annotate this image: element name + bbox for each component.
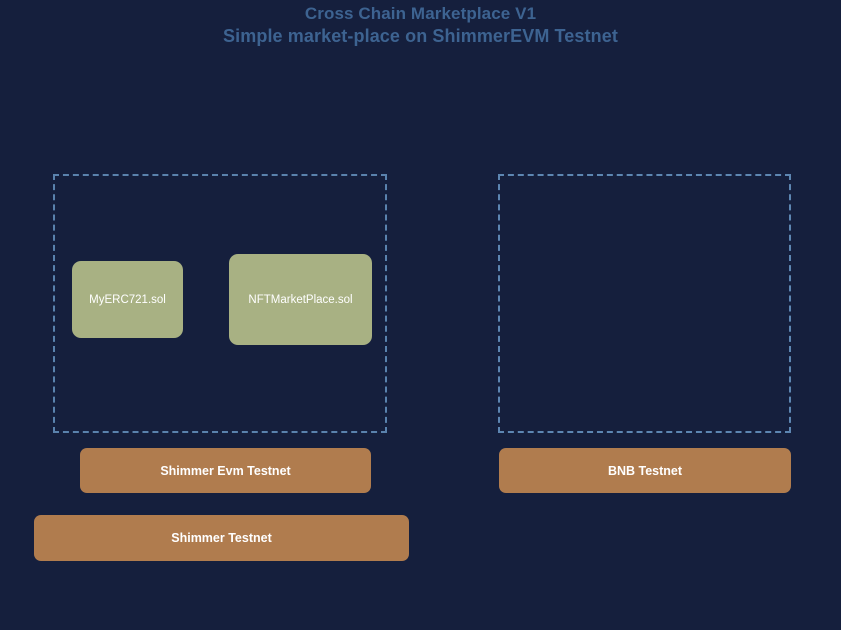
- network-bar-bnb-testnet[interactable]: BNB Testnet: [499, 448, 791, 493]
- contract-node-myerc721[interactable]: MyERC721.sol: [72, 261, 183, 338]
- page-title-subtitle: Simple market-place on ShimmerEVM Testne…: [223, 26, 618, 46]
- network-bar-shimmer-evm-testnet[interactable]: Shimmer Evm Testnet: [80, 448, 371, 493]
- network-bar-shimmer-testnet[interactable]: Shimmer Testnet: [34, 515, 409, 561]
- group-container-bnb: [498, 174, 791, 433]
- contract-node-nftmarketplace[interactable]: NFTMarketPlace.sol: [229, 254, 372, 345]
- page-title: Cross Chain Marketplace V1 Simple market…: [0, 0, 841, 48]
- page-title-primary: Cross Chain Marketplace V1: [304, 4, 537, 23]
- group-container-shimmer-evm: [53, 174, 387, 433]
